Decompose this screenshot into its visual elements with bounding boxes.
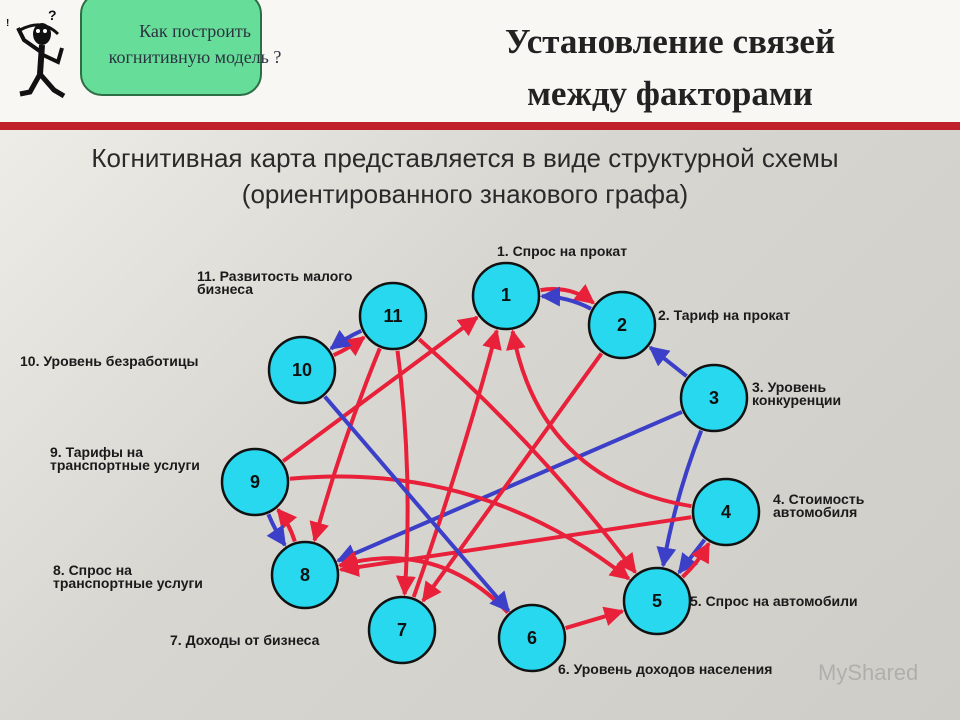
svg-text:?: ?	[48, 7, 57, 23]
node-label-2: 2. Тариф на прокат	[658, 307, 790, 323]
node-number: 10	[292, 360, 312, 380]
node-circle	[622, 566, 692, 636]
node-label-5: 5. Спрос на автомобили	[690, 593, 858, 609]
node-5: 5	[622, 566, 692, 636]
title-divider	[0, 122, 960, 130]
node-4: 4	[691, 477, 761, 547]
node-number: 6	[527, 628, 537, 648]
edge-2-to-7	[421, 352, 604, 603]
node-number: 3	[709, 388, 719, 408]
node-number: 4	[721, 502, 731, 522]
edge-5-to-4	[681, 541, 711, 579]
node-6: 6	[497, 603, 567, 673]
node-7: 7	[367, 595, 437, 665]
node-number: 9	[250, 472, 260, 492]
node-number: 2	[617, 315, 627, 335]
subtitle-line-1: Когнитивная карта представляется в виде …	[91, 143, 839, 173]
edge-4-to-1	[506, 329, 692, 509]
edge-11-to-7	[395, 350, 416, 597]
node-number: 7	[397, 620, 407, 640]
thinking-figure-icon: ? !	[6, 7, 66, 99]
node-number: 11	[383, 306, 402, 326]
edge-4-to-8	[338, 515, 692, 577]
title-line-2: между факторами	[527, 74, 813, 113]
edge-9-to-1	[281, 315, 479, 463]
edge-10-to-6	[323, 395, 511, 613]
node-circle	[691, 477, 761, 547]
node-1: 1	[471, 261, 541, 331]
bubble-text: Как построить когнитивную модель ?	[108, 21, 282, 67]
edges-layer	[266, 283, 711, 631]
node-2: 2	[587, 290, 657, 360]
edge-9-to-8	[266, 513, 287, 547]
node-number: 5	[652, 591, 662, 611]
watermark-text: MyShared	[818, 660, 919, 685]
node-circle	[497, 603, 567, 673]
node-label-7: 7. Доходы от бизнеса	[170, 632, 320, 648]
node-circle	[471, 261, 541, 331]
title-line-1: Установление связей	[504, 22, 836, 61]
edge-6-to-5	[565, 606, 625, 631]
subtitle-line-2: (ориентированного знакового графа)	[241, 179, 689, 209]
node-11: 11	[358, 281, 428, 351]
nodes-layer: 1 2 3 4 5 6 7 8 9 10 11	[220, 261, 761, 673]
edge-3-to-8	[336, 410, 683, 563]
node-number: 8	[300, 565, 310, 585]
edge-3-to-5	[656, 429, 704, 568]
node-circle	[367, 595, 437, 665]
speech-bubble	[80, 0, 262, 96]
edge-10-to-11	[332, 335, 366, 358]
node-circle	[270, 540, 340, 610]
edge-7-to-1	[411, 328, 502, 598]
svg-text:!: !	[6, 18, 9, 29]
node-8: 8	[270, 540, 340, 610]
edge-11-to-5	[417, 337, 637, 574]
edge-9-to-5	[289, 474, 631, 581]
node-3: 3	[679, 363, 749, 433]
node-9: 9	[220, 447, 290, 517]
node-label-6: 6. Уровень доходов населения	[558, 661, 772, 677]
node-circle	[220, 447, 290, 517]
node-label-10: 10. Уровень безработицы	[20, 353, 198, 369]
edge-11-to-10	[329, 328, 363, 351]
edge-11-to-8	[309, 347, 382, 543]
node-circle	[587, 290, 657, 360]
page-title: Установление связей между факторами	[380, 16, 960, 120]
node-label-1: 1. Спрос на прокат	[497, 243, 627, 259]
node-circle	[267, 335, 337, 405]
node-circle	[679, 363, 749, 433]
node-10: 10	[267, 335, 337, 405]
subtitle: Когнитивная карта представляется в виде …	[0, 140, 930, 212]
edge-3-to-2	[648, 345, 688, 378]
edge-8-to-9	[276, 508, 298, 543]
labels-layer: 1. Спрос на прокат 2. Тариф на прокат 3. У…	[20, 243, 865, 677]
node-number: 1	[501, 285, 511, 305]
node-circle	[358, 281, 428, 351]
edge-2-to-1	[540, 286, 592, 311]
